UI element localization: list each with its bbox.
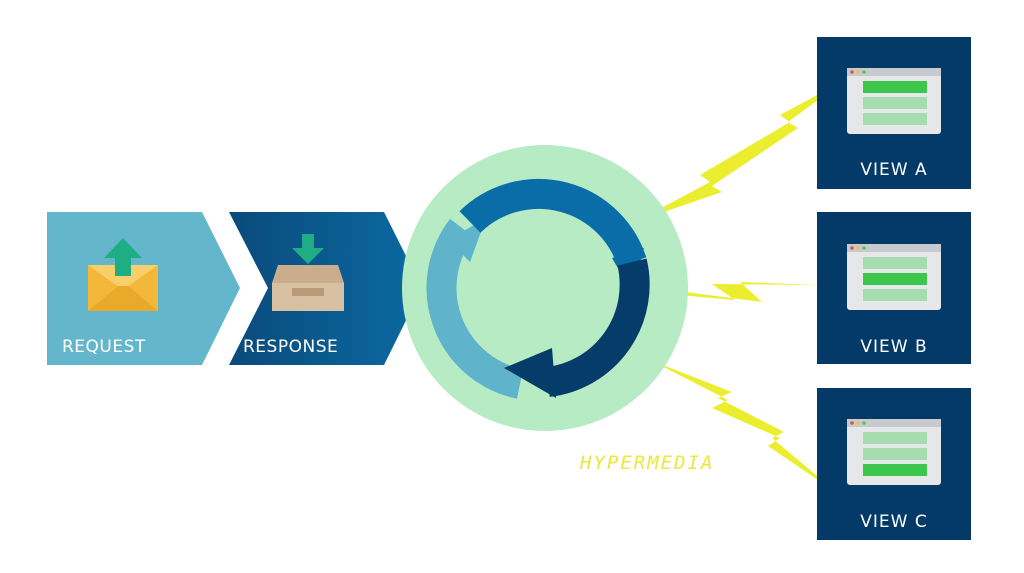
inbox-download-icon	[272, 234, 344, 311]
hypermedia-caption: HYPERMEDIA	[580, 452, 715, 474]
lightning-bolt-a	[635, 80, 845, 222]
view-box-a	[817, 37, 971, 189]
refresh-cycle-icon	[426, 178, 650, 399]
browser-window-icon	[847, 419, 941, 485]
response-label: RESPONSE	[243, 337, 339, 357]
lightning-bolt-c	[650, 360, 840, 495]
lightning-bolt-b	[655, 282, 820, 302]
view-c-label: VIEW C	[860, 512, 928, 532]
browser-window-icon	[847, 68, 941, 134]
envelope-upload-icon	[88, 238, 158, 311]
lightning-bolts	[635, 80, 845, 495]
request-label: REQUEST	[62, 337, 146, 357]
view-a-label: VIEW A	[860, 160, 928, 180]
view-b-label: VIEW B	[860, 337, 928, 357]
view-box-b	[817, 212, 971, 364]
view-box-c	[817, 388, 971, 540]
browser-window-icon	[847, 244, 941, 310]
